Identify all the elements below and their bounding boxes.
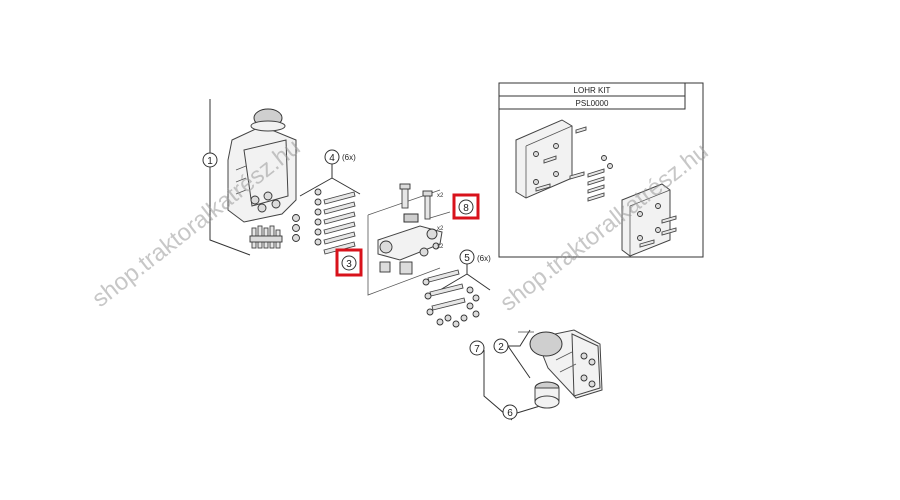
callout-3 <box>341 255 357 271</box>
bolt-set-5: 5 (6x) <box>422 249 491 328</box>
lohr-kit-code: PSL0000 <box>576 99 609 108</box>
callout-3-label: 3 <box>346 259 352 270</box>
coupling-assembly: 7 2 6 <box>469 329 603 421</box>
link-block <box>403 213 419 223</box>
housing-bolts <box>249 225 283 249</box>
lohr-kit-panel: LOHR KIT PSL0000 <box>498 82 704 258</box>
qty-x2-c: x2 <box>437 244 444 250</box>
lohr-kit-title: LOHR KIT <box>574 86 611 95</box>
coupling-plate <box>571 333 601 397</box>
bolt-set-4: 4 (6x) <box>292 149 361 255</box>
highlight-box-8 <box>452 193 480 220</box>
callout-5-qty: (6x) <box>477 254 491 263</box>
callout-7 <box>469 340 485 356</box>
callout-8 <box>458 199 474 215</box>
callout-6-label: 6 <box>507 408 513 419</box>
callout-2 <box>493 338 509 354</box>
qty-x2-a: x2 <box>437 193 444 199</box>
housing-assembly: 1 <box>202 99 297 256</box>
kit-plate-2 <box>621 183 671 257</box>
callout-6 <box>502 404 518 420</box>
callout-6-leader <box>516 405 541 414</box>
housing-face <box>243 139 289 207</box>
callout-7-label: 7 <box>474 344 480 355</box>
callout-1-label: 1 <box>207 156 213 167</box>
callout-5 <box>459 249 475 265</box>
link-top-bolt-1 <box>401 187 409 209</box>
bushing-6-bottom <box>534 395 560 409</box>
callout-4-bracket <box>299 164 361 197</box>
callout-5-bracket <box>439 264 491 291</box>
link-assembly: x2 x2 x2 3 8 <box>335 183 480 296</box>
link-top-bolt-2 <box>424 194 431 220</box>
callout-1 <box>202 152 218 168</box>
bushing-1 <box>379 261 391 273</box>
callout-1-bracket <box>209 99 251 256</box>
watermark-left: shop.traktoralkatrész.hu <box>87 134 305 313</box>
highlight-box-3 <box>335 248 363 277</box>
housing-dome-base <box>250 120 286 132</box>
callout-2-label: 2 <box>498 342 504 353</box>
callout-4-qty: (6x) <box>342 153 356 162</box>
callout-2-bracket <box>507 329 531 379</box>
callout-4-label: 4 <box>329 153 335 164</box>
link-arm <box>377 225 443 261</box>
bushing-2 <box>399 261 413 275</box>
callout-8-label: 8 <box>463 203 469 214</box>
callout-4 <box>324 149 340 165</box>
coupling-dome <box>529 331 563 357</box>
qty-x2-b: x2 <box>437 226 444 232</box>
callout-5-label: 5 <box>464 253 470 264</box>
